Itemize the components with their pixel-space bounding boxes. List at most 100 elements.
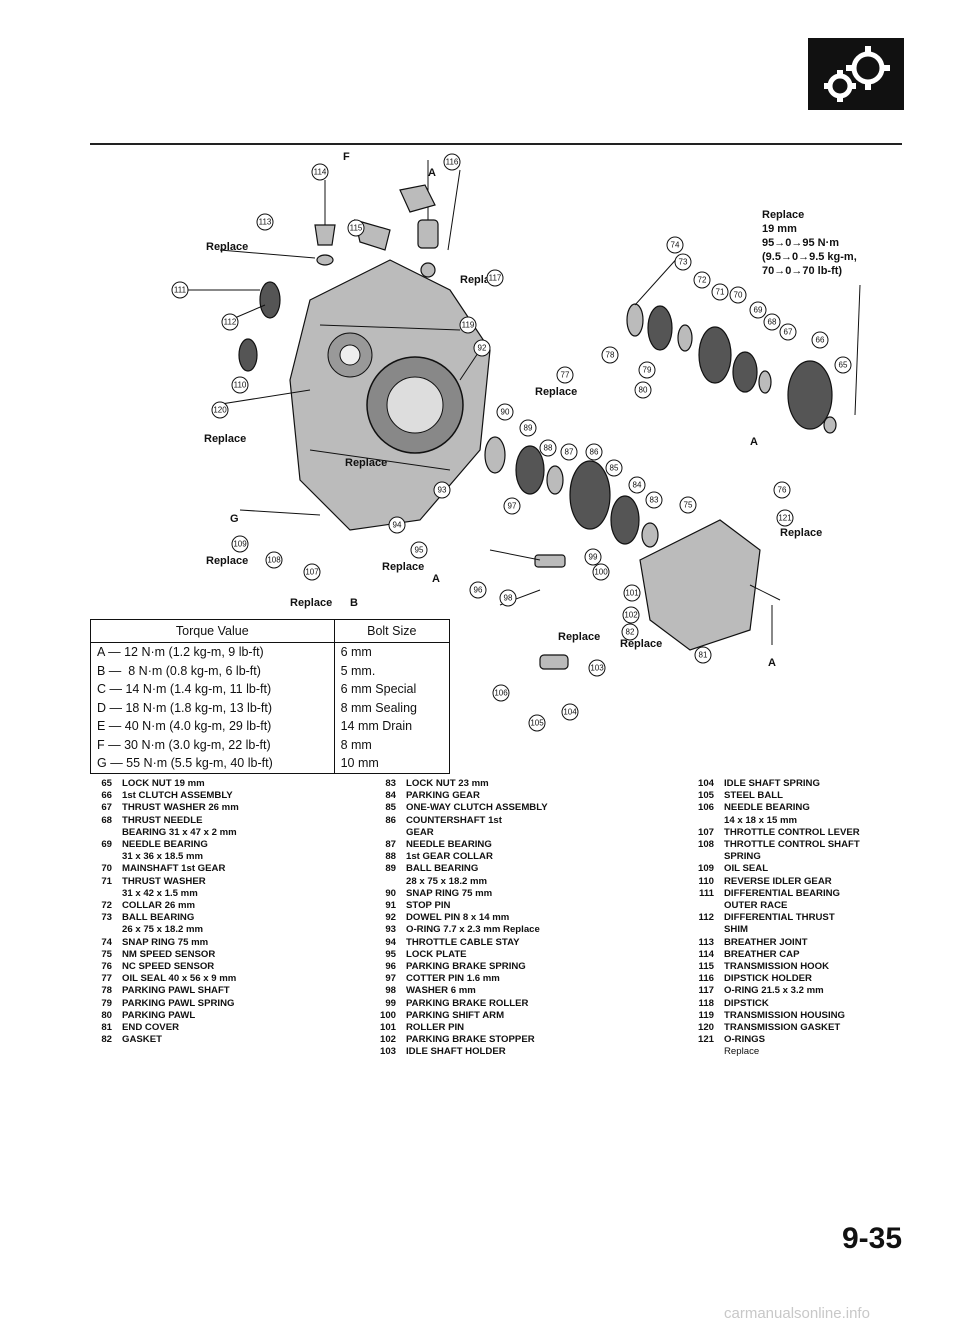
part-name: DOWEL PIN 8 x 14 mm bbox=[406, 912, 510, 924]
part-number: 113 bbox=[698, 936, 714, 948]
part-name: THRUST WASHER 26 mm bbox=[122, 802, 239, 814]
svg-text:103: 103 bbox=[590, 664, 604, 673]
svg-text:85: 85 bbox=[610, 464, 619, 473]
part-name-block: MAINSHAFT 1st GEAR bbox=[122, 863, 308, 875]
letter-a: A bbox=[750, 436, 758, 448]
svg-text:112: 112 bbox=[224, 318, 237, 327]
torque-value-cell: B — 8 N·m (0.8 kg-m, 6 lb-ft) bbox=[90, 661, 335, 680]
part-name: ROLLER PIN bbox=[406, 1022, 465, 1034]
callout-93: 93 bbox=[433, 481, 451, 499]
part-name: ONE-WAY CLUTCH ASSEMBLY bbox=[406, 802, 548, 814]
part-spec: GEAR bbox=[406, 826, 434, 838]
callout-85: 85 bbox=[605, 459, 623, 477]
callout-120: 120 bbox=[211, 401, 229, 419]
part-name: PARKING PAWL bbox=[122, 1009, 196, 1021]
part-number: 82 bbox=[101, 1034, 112, 1046]
svg-text:104: 104 bbox=[563, 708, 577, 717]
part-name: NM SPEED SENSOR bbox=[122, 948, 216, 960]
part-number: 100 bbox=[379, 1009, 396, 1021]
bolt-size-cell: 14 mm Drain bbox=[334, 717, 451, 736]
part-number: 95 bbox=[385, 948, 396, 960]
bolt-size-cell: 6 mm bbox=[334, 642, 451, 662]
part-name: PARKING GEAR bbox=[406, 790, 480, 802]
svg-text:101: 101 bbox=[625, 589, 639, 598]
svg-text:107: 107 bbox=[305, 568, 319, 577]
countershaft-parts bbox=[484, 436, 659, 548]
part-name-block: BREATHER CAP bbox=[724, 949, 910, 961]
part-number: 96 bbox=[385, 961, 396, 973]
svg-text:65: 65 bbox=[839, 361, 848, 370]
svg-text:83: 83 bbox=[650, 496, 659, 505]
part-name: STOP PIN bbox=[406, 900, 451, 912]
part-name-block: DIPSTICK HOLDER bbox=[724, 973, 910, 985]
part-name-block: REVERSE IDLER GEAR bbox=[724, 876, 910, 888]
part-number: 74 bbox=[101, 936, 112, 948]
part-name: WASHER 6 mm bbox=[406, 985, 476, 997]
callout-98: 98 bbox=[499, 589, 517, 607]
part-name: LOCK NUT 23 mm bbox=[406, 778, 489, 789]
callout-105: 105 bbox=[528, 714, 546, 732]
exploded-view-diagram: Replace 19 mm 95→0→95 N·m (9.5→0→9.5 kg-… bbox=[171, 151, 861, 732]
part-name: REVERSE IDLER GEAR bbox=[724, 875, 832, 887]
table-header-row: Torque Value Bolt Size bbox=[90, 619, 451, 643]
part-spec: OUTER RACE bbox=[724, 900, 788, 912]
callout-74: 74 bbox=[666, 236, 684, 254]
bolt-size-header: Bolt Size bbox=[333, 619, 451, 643]
callout-101: 101 bbox=[623, 584, 641, 602]
table-row: C — 14 N·m (1.4 kg-m, 11 lb-ft)6 mm Spec… bbox=[90, 680, 451, 699]
bolt-size-cell: 6 mm Special bbox=[334, 680, 451, 699]
svg-text:105: 105 bbox=[530, 719, 544, 728]
callout-100: 100 bbox=[592, 563, 610, 581]
torque-value-cell: D — 18 N·m (1.8 kg-m, 13 lb-ft) bbox=[90, 698, 335, 717]
part-number: 84 bbox=[385, 790, 396, 802]
list-item: 91 STOP PIN bbox=[372, 900, 632, 912]
part-number: 91 bbox=[385, 900, 396, 912]
part-number: 77 bbox=[101, 973, 112, 985]
torque-value-header: Torque Value bbox=[90, 619, 335, 643]
transmission-housing bbox=[289, 259, 491, 531]
callout-65: 65 bbox=[834, 356, 852, 374]
torque-value-table: Torque Value Bolt Size A — 12 N·m (1.2 k… bbox=[90, 619, 451, 774]
part-name: PARKING BRAKE STOPPER bbox=[406, 1034, 535, 1046]
callout-77: 77 bbox=[556, 366, 574, 384]
part-name: COTTER PIN 1.6 mm bbox=[406, 973, 500, 985]
svg-text:111: 111 bbox=[174, 286, 187, 295]
callout-95: 95 bbox=[410, 541, 428, 559]
part-name: PARKING PAWL SPRING bbox=[122, 997, 235, 1009]
part-name: IDLE SHAFT HOLDER bbox=[406, 1046, 506, 1058]
part-number: 87 bbox=[385, 839, 396, 851]
page-number: 9-35 bbox=[842, 1222, 903, 1255]
callout-79: 79 bbox=[638, 361, 656, 379]
bolt-size-cell: 8 mm bbox=[334, 735, 451, 754]
bolt-size-cell: 5 mm. bbox=[334, 661, 451, 680]
part-number: 86 bbox=[385, 814, 396, 826]
part-spec: SHIM bbox=[724, 924, 748, 936]
svg-text:86: 86 bbox=[590, 448, 599, 457]
bolt-size-cell: 10 mm bbox=[334, 754, 451, 774]
part-spec: 31 x 36 x 18.5 mm bbox=[122, 851, 204, 863]
part-name-block: DIPSTICK bbox=[724, 998, 910, 1010]
svg-text:108: 108 bbox=[267, 556, 281, 565]
part-number: 103 bbox=[379, 1046, 396, 1058]
part-number: 78 bbox=[101, 985, 112, 997]
svg-text:84: 84 bbox=[633, 481, 642, 490]
part-name-block: PARKING BRAKE STOPPER bbox=[406, 1034, 632, 1046]
part-name: 1st GEAR COLLAR bbox=[406, 851, 493, 863]
replace-label: Replace bbox=[206, 241, 248, 253]
part-number: 110 bbox=[698, 875, 714, 887]
svg-text:78: 78 bbox=[606, 351, 615, 360]
part-number: 89 bbox=[385, 863, 396, 875]
